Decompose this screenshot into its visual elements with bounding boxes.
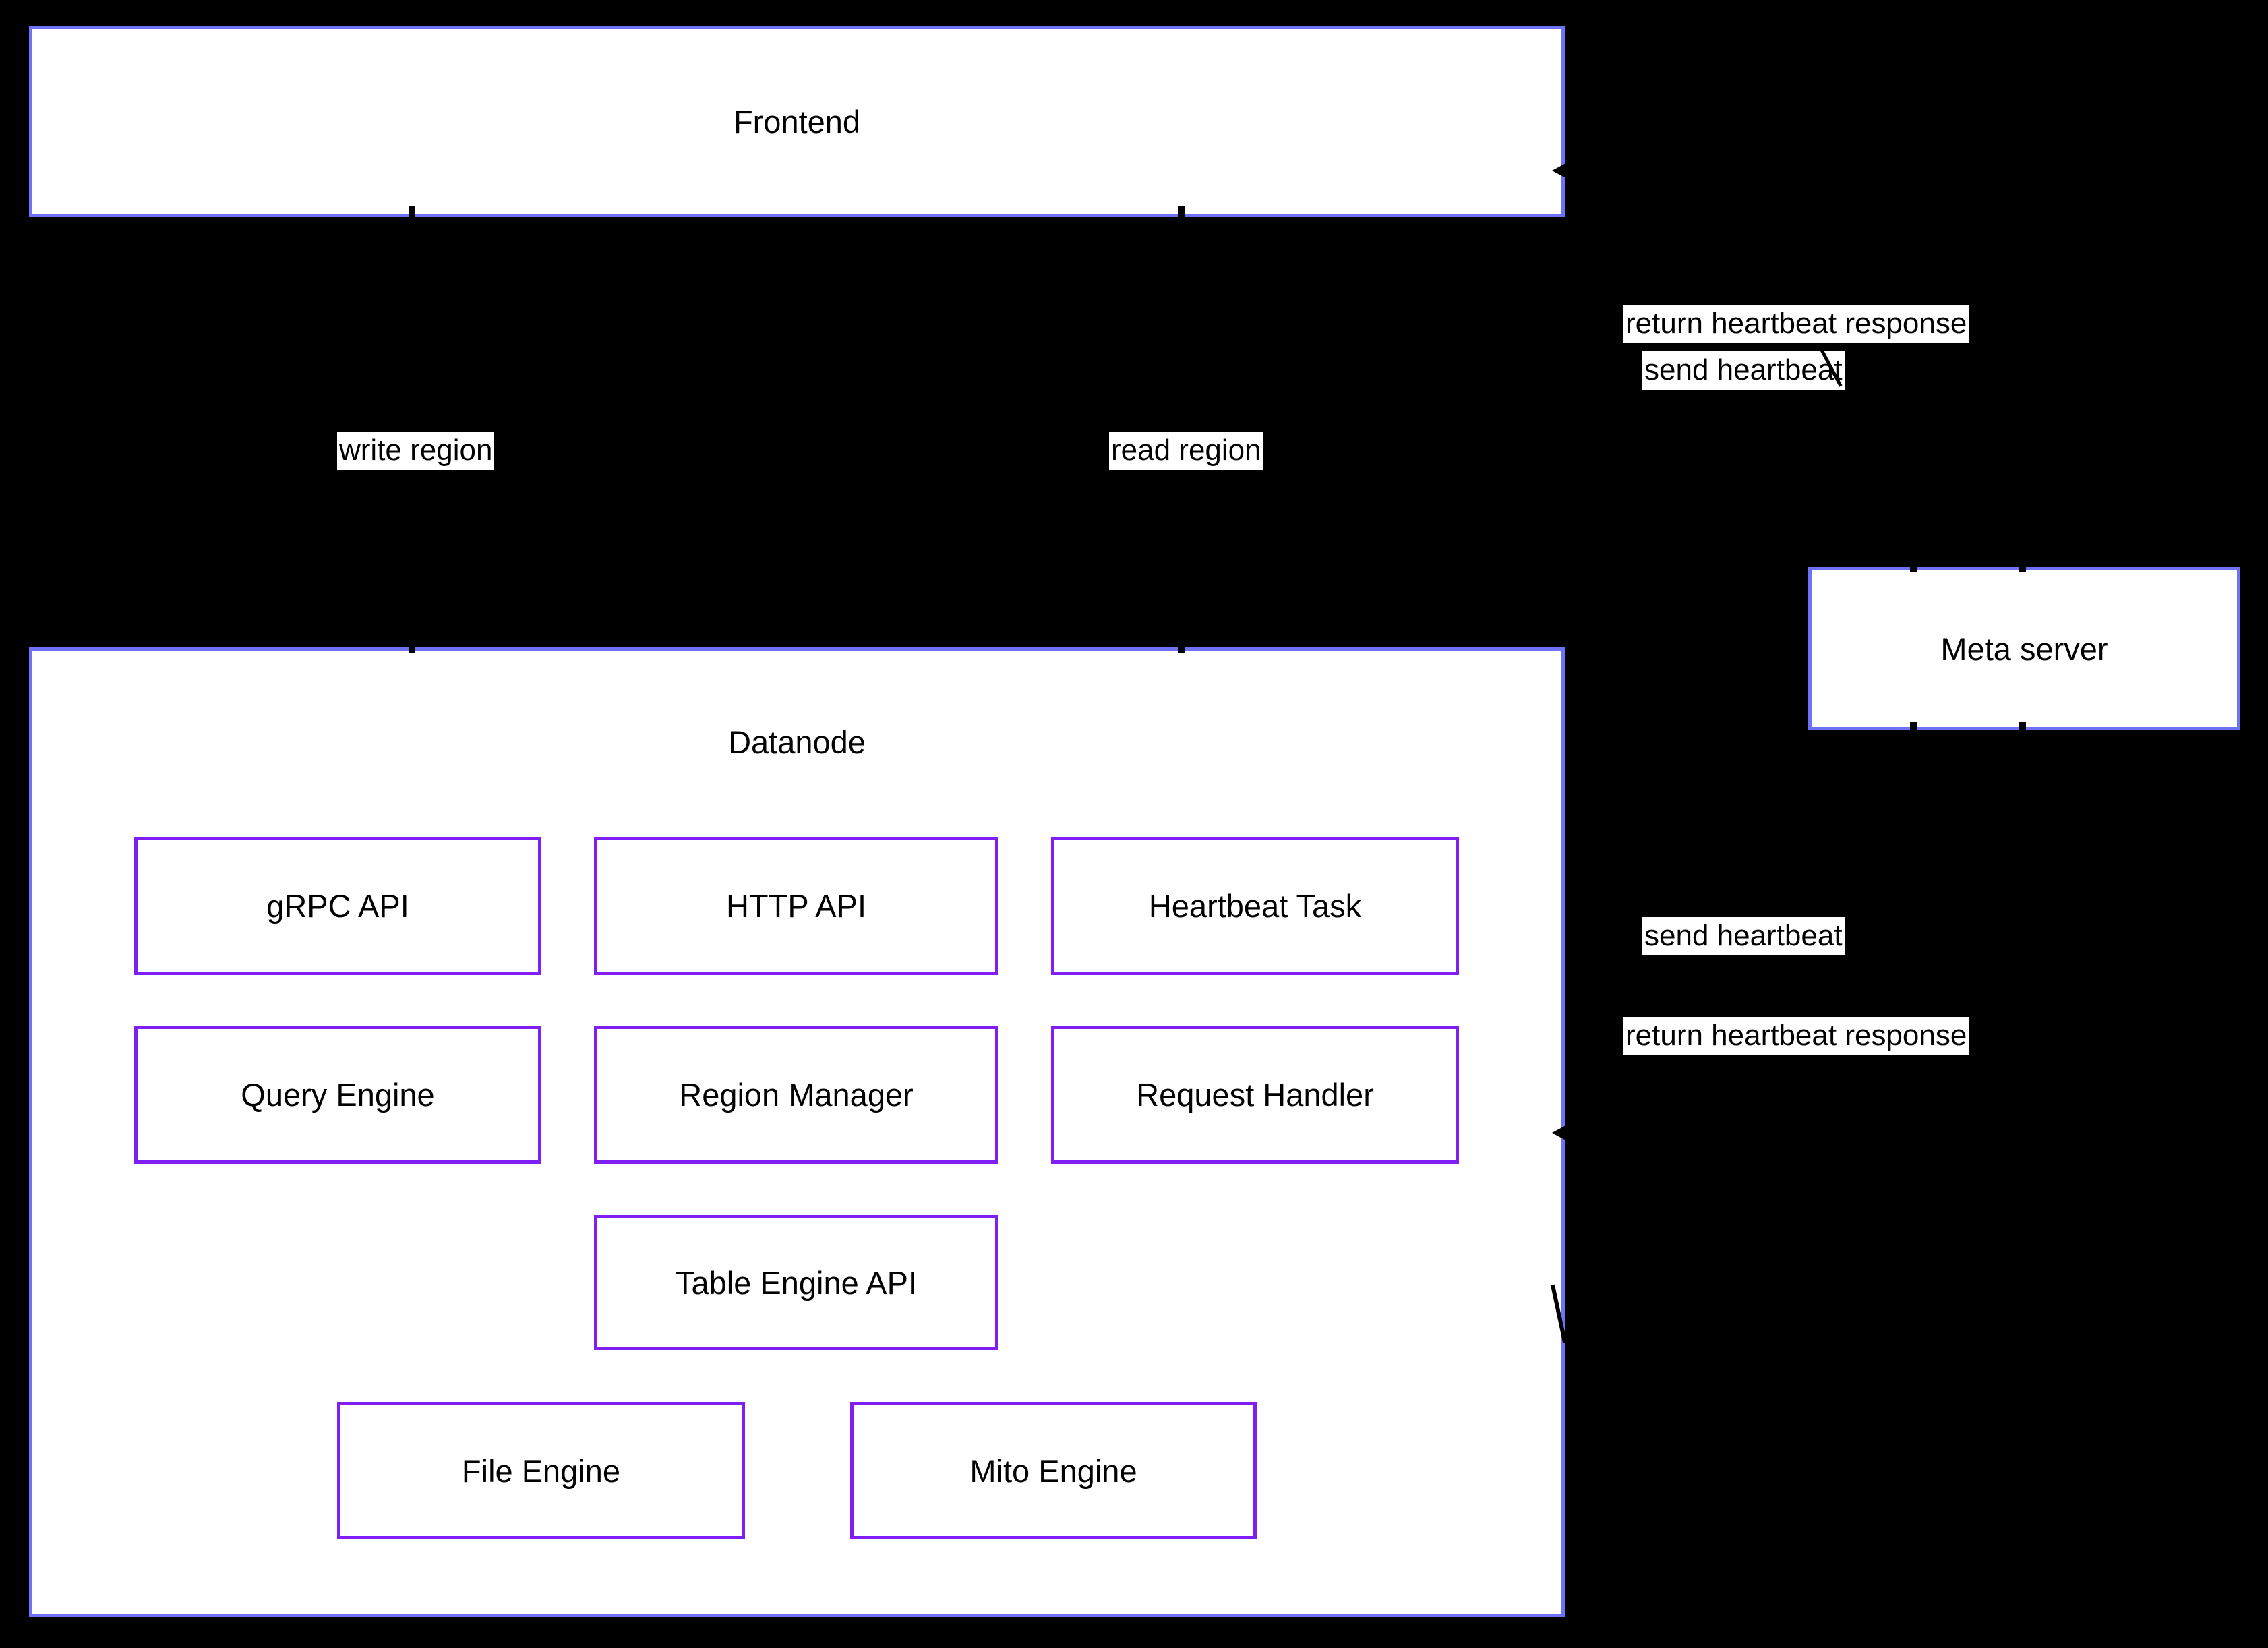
edge-tick-frontend-bottom-read — [1178, 206, 1185, 218]
file-engine-node: File Engine — [337, 1402, 745, 1539]
edge-label-send-heartbeat-top: send heartbeat — [1642, 351, 1845, 390]
file-engine-node-label: File Engine — [461, 1452, 621, 1489]
edge-tick-meta-bottom-return — [2019, 722, 2026, 732]
edge-label-write-region: write region — [337, 432, 495, 470]
region-manager-node: Region Manager — [594, 1026, 998, 1164]
query-engine-node-label: Query Engine — [241, 1077, 435, 1113]
arrowhead-tick-datanode-top-write — [409, 642, 415, 653]
arrowhead-tick-datanode-top-read — [1178, 642, 1185, 653]
query-engine-node: Query Engine — [134, 1026, 541, 1164]
http-api-node-label: HTTP API — [725, 888, 867, 924]
arrowhead-tick-meta-bottom-send — [1910, 722, 1917, 732]
request-handler-node-label: Request Handler — [1136, 1077, 1374, 1113]
edge-tick-meta-top-return — [2019, 563, 2026, 572]
region-manager-node-label: Region Manager — [679, 1077, 914, 1113]
edge-label-read-region: read region — [1109, 432, 1263, 470]
datanode-node-label: Datanode — [728, 724, 866, 760]
heartbeat-task-node-label: Heartbeat Task — [1148, 888, 1362, 924]
arrowhead-into-datanode-right — [1552, 1123, 1570, 1142]
arrowhead-tick-meta-top-send — [1910, 563, 1917, 572]
frontend-node-label: Frontend — [733, 103, 861, 140]
meta-server-node-label: Meta server — [1940, 630, 2108, 667]
meta-server-node: Meta server — [1808, 567, 2240, 730]
arrowhead-into-frontend-right — [1552, 161, 1570, 180]
edge-label-return-heartbeat-mid: return heartbeat response — [1623, 1017, 1969, 1055]
grpc-api-node-label: gRPC API — [266, 888, 409, 924]
table-engine-api-node-label: Table Engine API — [676, 1264, 917, 1301]
datanode-node: Datanode gRPC API HTTP API Heartbeat Tas… — [29, 647, 1565, 1617]
mito-engine-node: Mito Engine — [850, 1402, 1257, 1539]
http-api-node: HTTP API — [594, 837, 998, 975]
grpc-api-node: gRPC API — [134, 837, 541, 975]
request-handler-node: Request Handler — [1051, 1026, 1459, 1164]
edge-label-send-heartbeat-mid: send heartbeat — [1642, 917, 1845, 955]
table-engine-api-node: Table Engine API — [594, 1215, 998, 1350]
edge-label-return-heartbeat-top: return heartbeat response — [1623, 305, 1969, 343]
mito-engine-node-label: Mito Engine — [969, 1452, 1137, 1489]
heartbeat-task-node: Heartbeat Task — [1051, 837, 1459, 975]
frontend-node: Frontend — [29, 26, 1565, 217]
edge-tick-frontend-bottom-write — [409, 206, 415, 218]
